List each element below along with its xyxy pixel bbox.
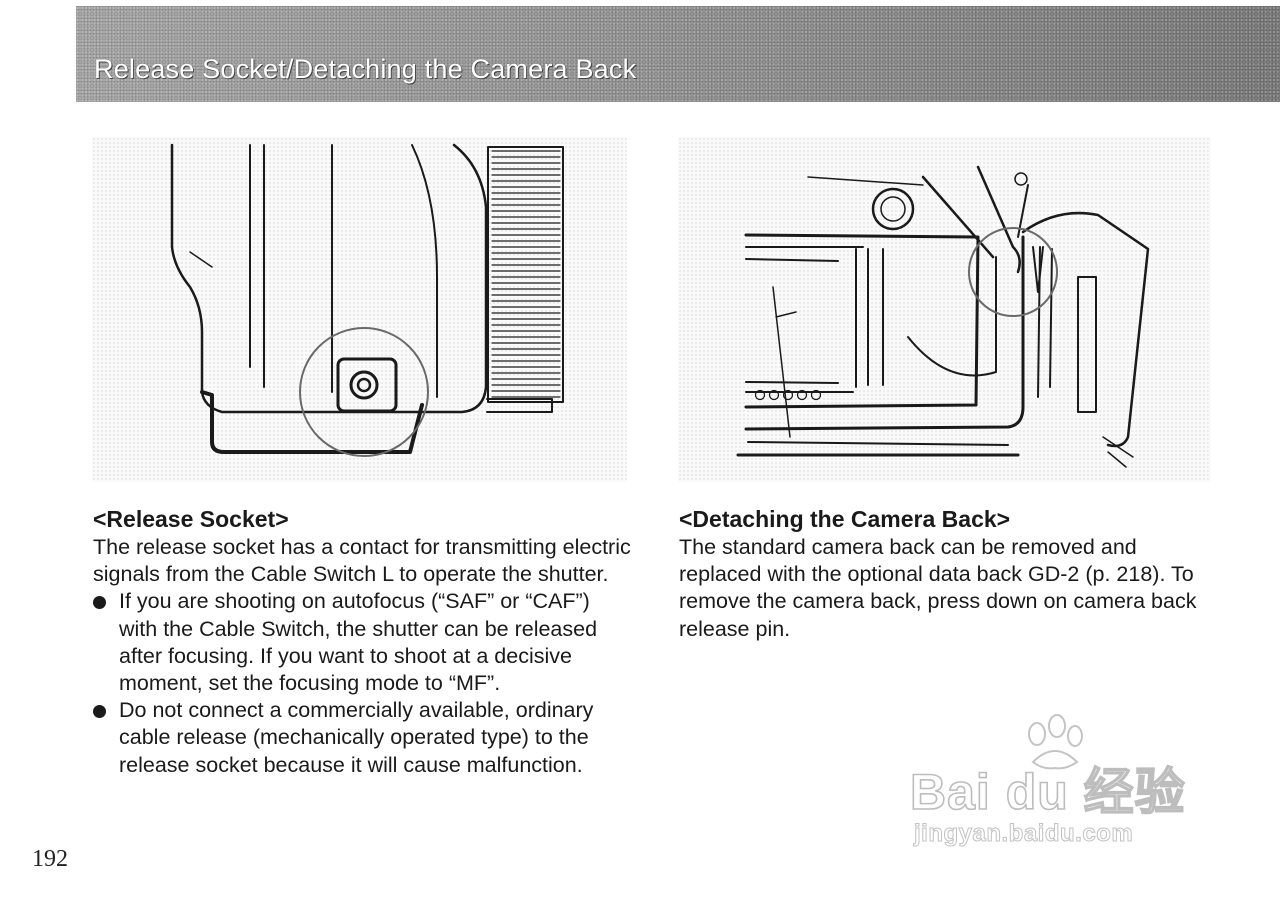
ring-marker [754, 389, 766, 401]
bullet-item: If you are shooting on autofocus (“SAF” … [93, 588, 633, 697]
page-number: 192 [32, 846, 68, 872]
paw-logo-icon [1028, 714, 1083, 770]
camera-back-heading: <Detaching the Camera Back> [679, 506, 1011, 532]
bullet-item: Do not connect a commercially available,… [93, 697, 633, 779]
release-socket-intro: The release socket has a contact for tra… [93, 535, 631, 587]
release-socket-section: <Release Socket> The release socket has … [93, 504, 633, 779]
bullet-dot-icon [93, 596, 106, 610]
watermark-url: jingyan.baidu.com [913, 820, 1134, 848]
ring-marker [768, 389, 780, 401]
camera-back-illustration [678, 137, 1211, 482]
bullet-text: Do not connect a commercially available,… [119, 698, 594, 777]
camera-back-body: The standard camera back can be removed … [679, 535, 1197, 641]
release-socket-heading: <Release Socket> [93, 506, 289, 532]
release-socket-bullets: If you are shooting on autofocus (“SAF” … [93, 588, 633, 778]
baidu-watermark: Bai du 经验 jingyan.baidu.com [900, 712, 1210, 862]
camera-back-section: <Detaching the Camera Back> The standard… [679, 504, 1224, 643]
bullet-dot-icon [93, 705, 106, 719]
ring-marker [796, 389, 808, 401]
ring-marker [810, 389, 822, 401]
header-band: Release Socket/Detaching the Camera Back [76, 6, 1280, 102]
ring-marker [782, 389, 794, 401]
release-socket-illustration [92, 137, 627, 482]
watermark-brand: Bai du 经验 [909, 763, 1186, 821]
bullet-text: If you are shooting on autofocus (“SAF” … [119, 589, 598, 696]
page-title: Release Socket/Detaching the Camera Back [94, 54, 637, 84]
